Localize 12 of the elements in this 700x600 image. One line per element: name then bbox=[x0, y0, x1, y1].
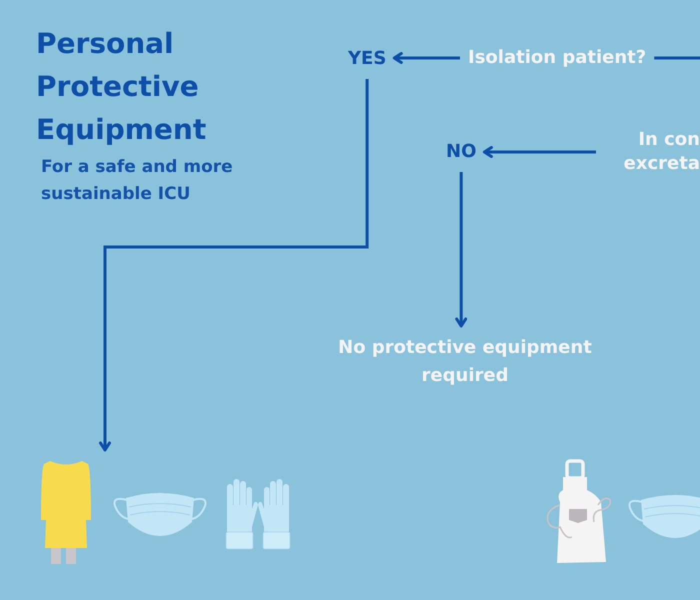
arrow bbox=[455, 172, 468, 328]
subtitle: For a safe and more sustainable ICU bbox=[41, 156, 234, 206]
arrow bbox=[99, 79, 369, 452]
question-text: Isolation patient? bbox=[468, 46, 646, 70]
answer-label: YES bbox=[348, 47, 386, 71]
title: Personal Protective Equipment bbox=[36, 26, 208, 148]
connector-line bbox=[654, 56, 700, 60]
question-text: In con excreta bbox=[604, 128, 700, 176]
arrow bbox=[482, 146, 596, 158]
answer-label: NO bbox=[446, 140, 476, 164]
arrow bbox=[392, 52, 460, 64]
outcome-text: No protective equipment required bbox=[315, 334, 615, 390]
